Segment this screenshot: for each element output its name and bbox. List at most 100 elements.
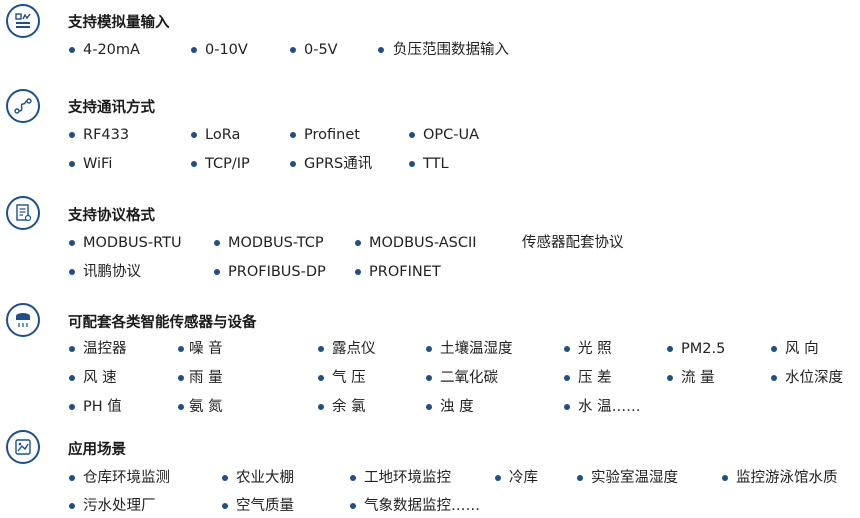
list-item: 仓库环境监测 [83, 470, 170, 486]
bullet-dot [426, 404, 432, 410]
list-item: 压 差 [578, 370, 612, 386]
list-item: 冷库 [509, 470, 538, 486]
bullet-dot [178, 375, 184, 381]
bullet-dot [771, 346, 777, 352]
list-item: OPC-UA [423, 127, 480, 143]
bullet-dot [355, 240, 361, 246]
list-item: 工地环境监控 [364, 470, 451, 486]
bullet-dot [69, 240, 75, 246]
list-item: 气 压 [332, 370, 366, 386]
list-item: 4-20mA [83, 42, 140, 58]
list-item: 气象数据监控…… [364, 498, 480, 514]
bullet-dot [318, 404, 324, 410]
bullet-dot [290, 161, 296, 167]
bullet-dot [178, 404, 184, 410]
list-item: 温控器 [83, 341, 127, 357]
bullet-dot [69, 47, 75, 53]
list-item: 雨 量 [189, 370, 223, 386]
list-item: MODBUS-TCP [228, 235, 324, 251]
bullet-dot [378, 47, 384, 53]
bullet-dot [69, 132, 75, 138]
list-item: 噪 音 [189, 341, 223, 357]
bullet-dot [409, 132, 415, 138]
list-item: 风 速 [83, 370, 117, 386]
section-title: 应用场景 [68, 442, 126, 458]
bullet-dot [69, 346, 75, 352]
list-item: PROFINET [369, 264, 441, 280]
bullet-dot [191, 161, 197, 167]
bullet-dot [69, 161, 75, 167]
bullet-dot [69, 375, 75, 381]
bullet-dot [69, 475, 75, 481]
bullet-dot [290, 132, 296, 138]
bullet-dot [350, 475, 356, 481]
bullet-dot [564, 375, 570, 381]
protocol-document-icon [6, 196, 40, 230]
list-item: 风 向 [785, 341, 819, 357]
bullet-dot [350, 503, 356, 509]
list-item: 土壤温湿度 [440, 341, 513, 357]
bullet-dot [426, 375, 432, 381]
list-item: TCP/IP [205, 156, 250, 172]
sensor-device-icon [6, 303, 40, 337]
list-item: 水 温…… [578, 399, 641, 415]
bullet-dot [222, 475, 228, 481]
list-item: 实验室温湿度 [591, 470, 678, 486]
section-title: 支持模拟量输入 [68, 15, 170, 31]
section-title: 支持协议格式 [68, 208, 155, 224]
list-item: 光 照 [578, 341, 612, 357]
bullet-dot [214, 240, 220, 246]
bullet-dot [69, 503, 75, 509]
list-item: RF433 [83, 127, 130, 143]
bullet-dot [722, 475, 728, 481]
list-item: 监控游泳馆水质 [736, 470, 838, 486]
list-item: 流 量 [681, 370, 715, 386]
communication-route-icon [6, 89, 40, 123]
bullet-dot [667, 375, 673, 381]
list-item: 氨 氮 [189, 399, 223, 415]
list-item: 空气质量 [236, 498, 294, 514]
section-title: 支持通讯方式 [68, 100, 155, 116]
bullet-dot [495, 475, 501, 481]
bullet-dot [771, 375, 777, 381]
list-item: 二氧化碳 [440, 370, 498, 386]
list-item: Profinet [304, 127, 360, 143]
list-item: PH 值 [83, 399, 122, 415]
bullet-dot [69, 404, 75, 410]
list-item: 0-5V [304, 42, 338, 58]
list-item: 露点仪 [332, 341, 376, 357]
bullet-dot [191, 132, 197, 138]
bullet-dot [214, 269, 220, 275]
bullet-dot [290, 47, 296, 53]
list-item: 讯鹏协议 [83, 264, 141, 280]
list-item: MODBUS-ASCII [369, 235, 477, 251]
bullet-dot [318, 346, 324, 352]
list-item: LoRa [205, 127, 241, 143]
list-item: 负压范围数据输入 [393, 42, 509, 58]
bullet-dot [318, 375, 324, 381]
bullet-dot [564, 404, 570, 410]
list-item: 水位深度 [785, 370, 843, 386]
list-item: 浊 度 [440, 399, 474, 415]
list-item: 0-10V [205, 42, 248, 58]
bullet-dot [69, 269, 75, 275]
list-item: PM2.5 [681, 341, 726, 357]
list-item: 农业大棚 [236, 470, 294, 486]
list-item: PROFIBUS-DP [228, 264, 326, 280]
list-item: 传感器配套协议 [522, 235, 624, 251]
list-item: 污水处理厂 [83, 498, 156, 514]
section-title: 可配套各类智能传感器与设备 [68, 315, 257, 331]
bullet-dot [178, 346, 184, 352]
bullet-dot [222, 503, 228, 509]
list-item: WiFi [83, 156, 113, 172]
bullet-dot [564, 346, 570, 352]
list-item: GPRS通讯 [304, 156, 373, 172]
bullet-dot [409, 161, 415, 167]
bullet-dot [191, 47, 197, 53]
bullet-dot [667, 346, 673, 352]
bullet-dot [577, 475, 583, 481]
analog-input-icon [6, 4, 40, 38]
application-scene-icon [6, 430, 40, 464]
list-item: TTL [423, 156, 449, 172]
bullet-dot [355, 269, 361, 275]
